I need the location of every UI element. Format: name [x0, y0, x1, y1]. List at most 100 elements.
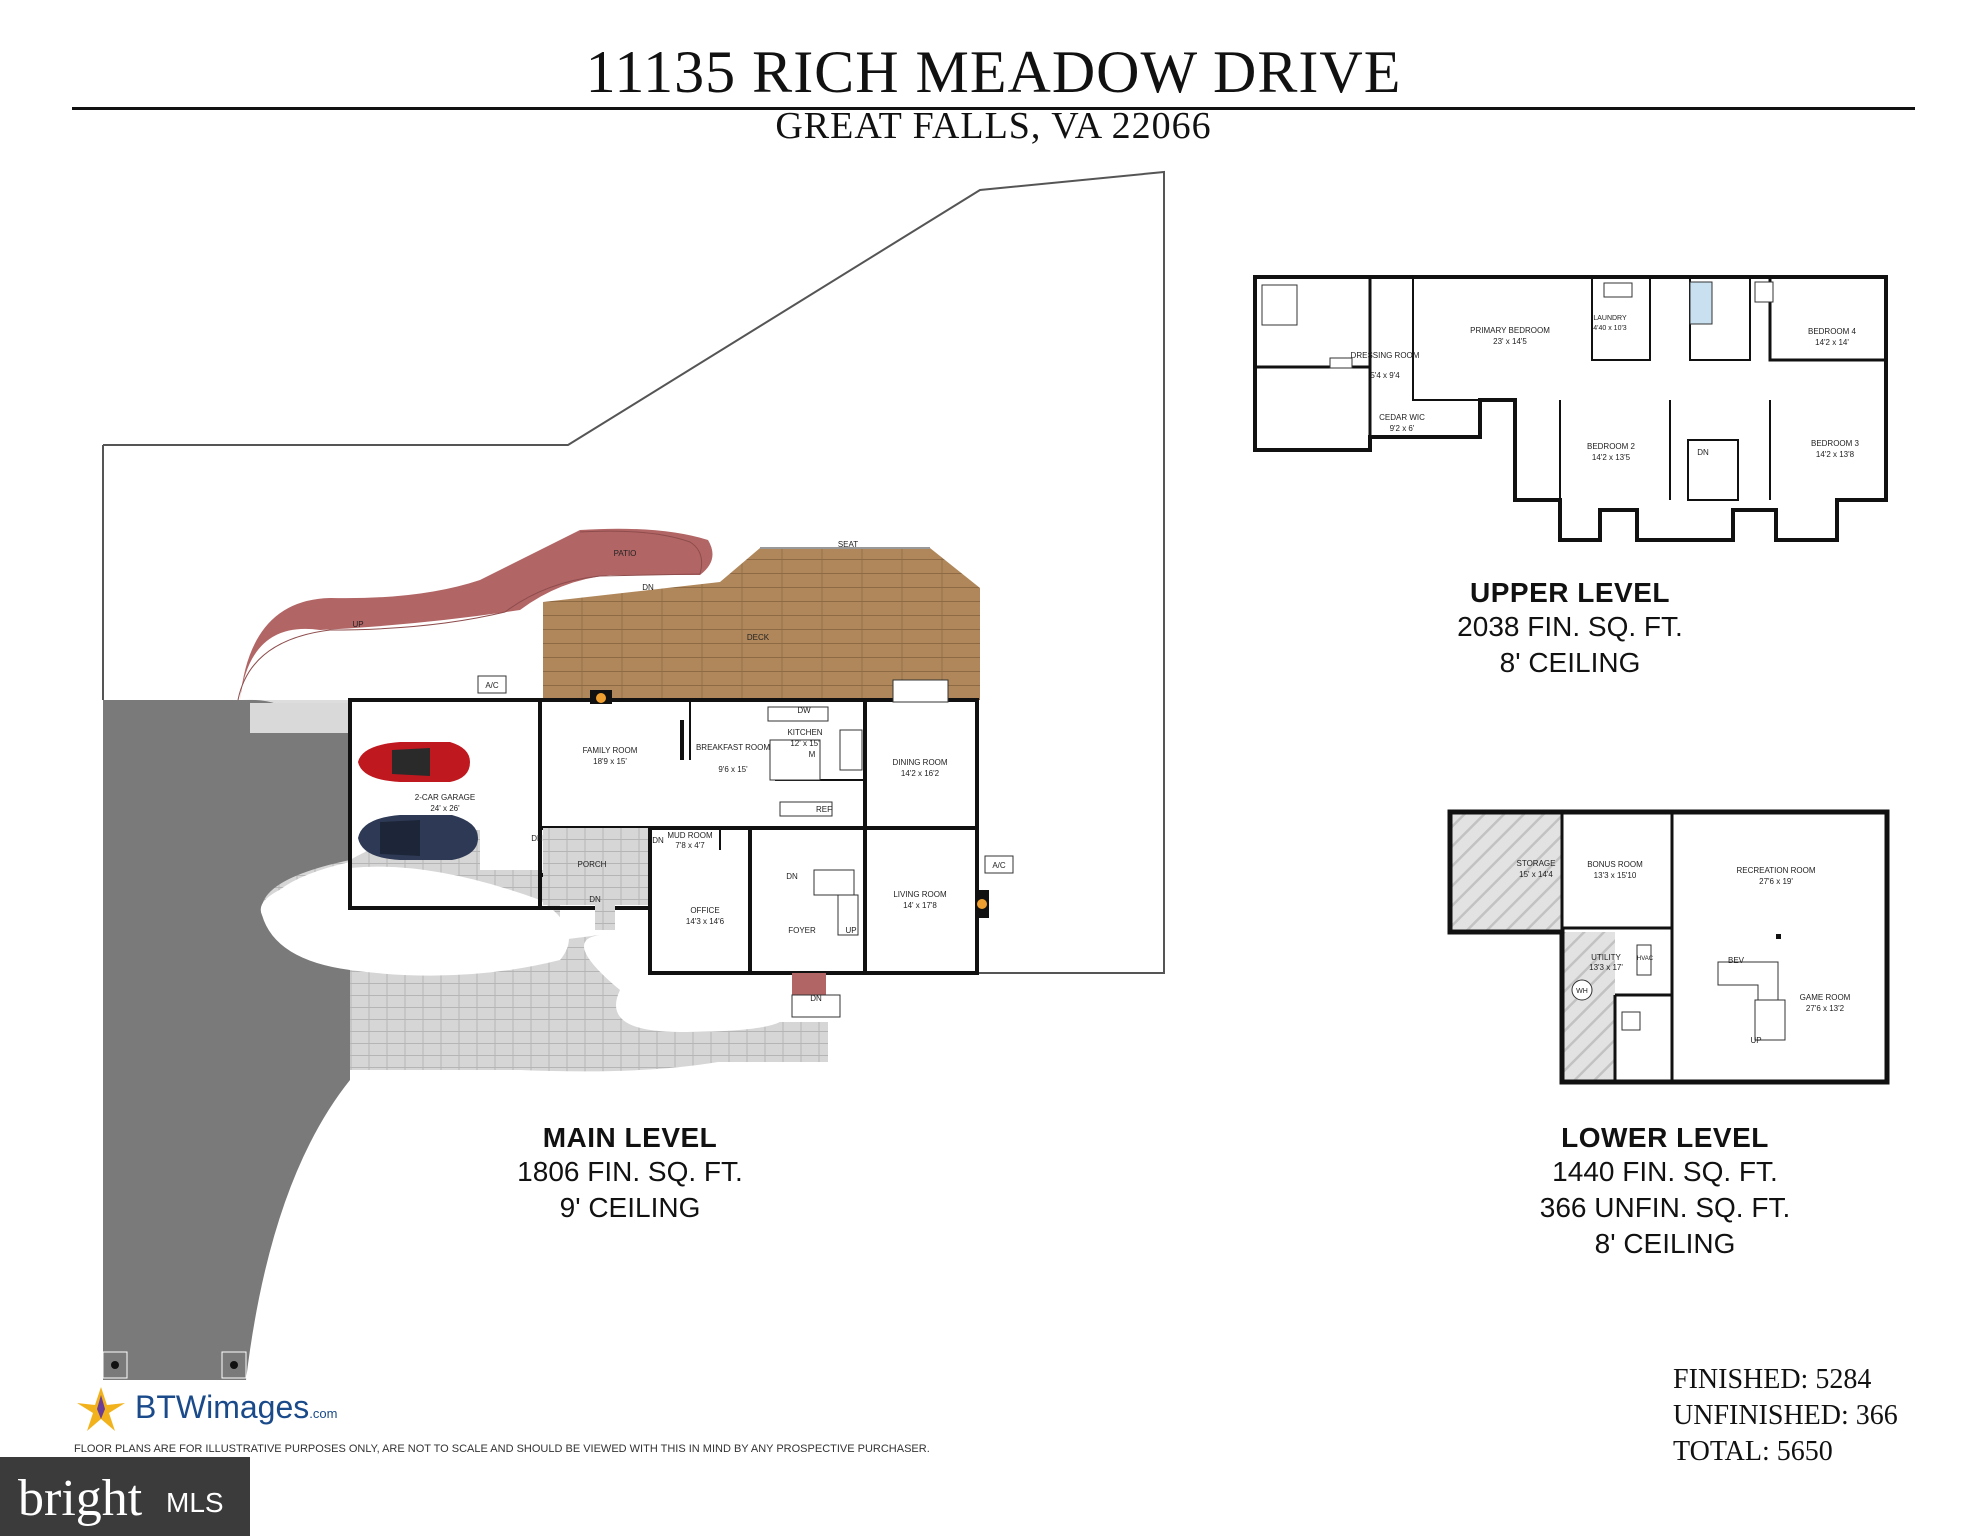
- label-kitchen: KITCHEN: [787, 728, 822, 737]
- svg-text:DN: DN: [1697, 448, 1709, 457]
- svg-text:14'2 x 16'2: 14'2 x 16'2: [901, 769, 940, 778]
- label-recreation-room: RECREATION ROOM: [1737, 866, 1816, 875]
- page-subtitle: GREAT FALLS, VA 22066: [775, 105, 1212, 147]
- svg-text:REF: REF: [816, 805, 832, 814]
- lower-level-finished: 1440 FIN. SQ. FT.: [1552, 1156, 1778, 1187]
- disclaimer-text: FLOOR PLANS ARE FOR ILLUSTRATIVE PURPOSE…: [74, 1443, 930, 1455]
- label-porch: PORCH: [578, 860, 607, 869]
- svg-text:DN: DN: [531, 834, 543, 843]
- svg-text:DN: DN: [642, 583, 654, 592]
- svg-text:15' x 14'4: 15' x 14'4: [1519, 870, 1553, 879]
- svg-text:A/C: A/C: [485, 681, 499, 690]
- main-level-ceiling: 9' CEILING: [559, 1192, 701, 1223]
- mls-suffix: MLS: [166, 1487, 224, 1518]
- navy-car-icon: [358, 815, 478, 860]
- mls-brand: bright: [18, 1470, 143, 1527]
- label-bonus-room: BONUS ROOM: [1587, 860, 1643, 869]
- red-car-icon: [358, 742, 470, 782]
- svg-text:14'2 x 13'8: 14'2 x 13'8: [1816, 450, 1855, 459]
- label-cedar-wic: CEDAR WIC: [1379, 413, 1425, 422]
- svg-text:DN: DN: [786, 872, 798, 881]
- upper-level-ceiling: 8' CEILING: [1499, 647, 1641, 678]
- total-unfinished: UNFINISHED: 366: [1673, 1400, 1898, 1431]
- svg-text:14' x 17'8: 14' x 17'8: [903, 901, 937, 910]
- page-title: 11135 RICH MEADOW DRIVE: [585, 39, 1402, 105]
- svg-text:9'6 x 15': 9'6 x 15': [718, 765, 748, 774]
- lower-level-ceiling: 8' CEILING: [1594, 1228, 1736, 1259]
- label-utility: UTILITY: [1591, 953, 1621, 962]
- svg-text:A/C: A/C: [992, 861, 1006, 870]
- main-level-title: MAIN LEVEL: [542, 1122, 718, 1153]
- upper-level-plan: [1253, 275, 1888, 542]
- label-garage: 2-CAR GARAGE: [415, 793, 475, 802]
- deck: [543, 548, 980, 700]
- svg-text:M: M: [809, 750, 816, 759]
- bright-mls-logo: bright MLS: [0, 1457, 250, 1536]
- main-level-plan: [102, 170, 1165, 1380]
- svg-text:23' x 14'5: 23' x 14'5: [1493, 337, 1527, 346]
- upper-level-caption: UPPER LEVEL 2038 FIN. SQ. FT. 8' CEILING: [1400, 577, 1740, 681]
- lower-level-caption: LOWER LEVEL 1440 FIN. SQ. FT. 366 UNFIN.…: [1495, 1122, 1835, 1262]
- svg-text:14'2 x 13'5: 14'2 x 13'5: [1592, 453, 1631, 462]
- svg-text:DN: DN: [652, 836, 664, 845]
- ac-unit-box-2: [984, 855, 1014, 874]
- brand-name: BTWimages: [135, 1389, 310, 1425]
- svg-text:13'3 x 17': 13'3 x 17': [1589, 963, 1623, 972]
- label-laundry: LAUNDRY: [1593, 315, 1627, 322]
- title-rule: [72, 107, 1915, 110]
- svg-text:7'8 x 4'7: 7'8 x 4'7: [675, 841, 705, 850]
- svg-text:4'40 x 10'3: 4'40 x 10'3: [1593, 325, 1627, 332]
- svg-text:UP: UP: [352, 620, 363, 629]
- label-primary-bedroom: PRIMARY BEDROOM: [1470, 326, 1550, 335]
- svg-text:WH: WH: [1576, 988, 1588, 995]
- label-foyer: FOYER: [788, 926, 816, 935]
- main-level-area: 1806 FIN. SQ. FT.: [517, 1156, 743, 1187]
- porch: [543, 828, 648, 905]
- svg-text:BEV: BEV: [1728, 956, 1745, 965]
- label-bedroom-4: BEDROOM 4: [1808, 327, 1857, 336]
- total-finished: FINISHED: 5284: [1673, 1364, 1872, 1395]
- property-line: [103, 170, 1165, 974]
- square-footage-totals: FINISHED: 5284 UNFINISHED: 366 TOTAL: 56…: [1673, 1362, 1898, 1470]
- patio: [240, 528, 713, 700]
- svg-text:DW: DW: [797, 706, 811, 715]
- svg-text:SEAT: SEAT: [838, 540, 858, 549]
- label-mud-room: MUD ROOM: [667, 831, 713, 840]
- lower-level-plan: [1447, 809, 1890, 1085]
- svg-text:9'2 x 6': 9'2 x 6': [1390, 424, 1415, 433]
- label-game-room: GAME ROOM: [1800, 993, 1851, 1002]
- total-all: TOTAL: 5650: [1673, 1436, 1833, 1467]
- brand-suffix: .com: [309, 1406, 338, 1421]
- label-breakfast-room: BREAKFAST ROOM: [696, 743, 770, 752]
- lower-level-title: LOWER LEVEL: [1561, 1122, 1769, 1153]
- flower-icon: [77, 1387, 125, 1431]
- svg-text:UP: UP: [1750, 1036, 1761, 1045]
- label-dining-room: DINING ROOM: [892, 758, 947, 767]
- front-steps: [792, 973, 826, 995]
- svg-text:27'6 x 13'2: 27'6 x 13'2: [1806, 1004, 1845, 1013]
- svg-text:5'4 x 9'4: 5'4 x 9'4: [1370, 371, 1400, 380]
- svg-text:27'6 x 19': 27'6 x 19': [1759, 877, 1793, 886]
- label-storage: STORAGE: [1517, 859, 1556, 868]
- label-bedroom-3: BEDROOM 3: [1811, 439, 1860, 448]
- label-patio: PATIO: [614, 549, 637, 558]
- svg-text:13'3 x 15'10: 13'3 x 15'10: [1594, 871, 1637, 880]
- svg-text:DN: DN: [589, 895, 601, 904]
- main-level-caption: MAIN LEVEL 1806 FIN. SQ. FT. 9' CEILING: [460, 1122, 800, 1226]
- storage-area: [1450, 812, 1562, 932]
- svg-text:DN: DN: [810, 994, 822, 1003]
- svg-text:14'2 x 14': 14'2 x 14': [1815, 338, 1849, 347]
- ac-unit-box: [477, 675, 507, 694]
- svg-text:18'9 x 15': 18'9 x 15': [593, 757, 627, 766]
- svg-text:24' x 26': 24' x 26': [430, 804, 460, 813]
- svg-text:HVAC: HVAC: [1637, 956, 1654, 962]
- label-living-room: LIVING ROOM: [893, 890, 947, 899]
- svg-text:14'3 x 14'6: 14'3 x 14'6: [686, 917, 725, 926]
- upper-level-title: UPPER LEVEL: [1470, 577, 1670, 608]
- label-deck: DECK: [747, 633, 770, 642]
- label-family-room: FAMILY ROOM: [583, 746, 638, 755]
- lower-level-unfinished: 366 UNFIN. SQ. FT.: [1539, 1192, 1791, 1223]
- svg-text:UP: UP: [845, 926, 856, 935]
- upper-level-area: 2038 FIN. SQ. FT.: [1457, 611, 1683, 642]
